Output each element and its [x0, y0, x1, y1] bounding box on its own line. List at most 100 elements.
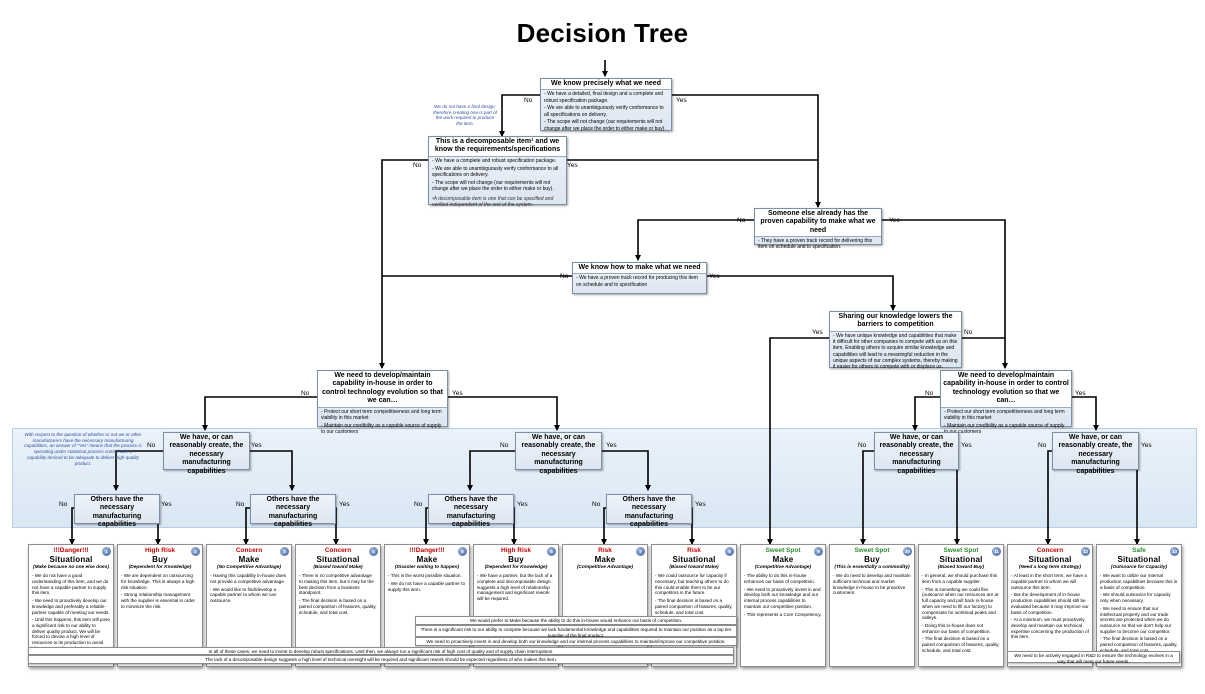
node-title: Others have the necessary manufacturing … [444, 496, 498, 529]
outcome-name: Make [772, 555, 794, 565]
node-bullet: We have a complete and robust specificat… [432, 158, 563, 164]
edge-label-n1-yes: Yes [676, 97, 687, 104]
decision-others-have-3: Others have the necessary manufacturing … [428, 494, 514, 528]
decision-someone-else-capable: Someone else already has the proven capa… [754, 208, 882, 250]
decision-decomposable-item: This is a decomposable item¹ and we know… [428, 136, 567, 208]
outcome-name: Situational [316, 555, 360, 565]
outcome-tag: Risk [687, 547, 701, 554]
outcome-number-badge: 7 [636, 547, 645, 556]
outcome-number-badge: 2 [191, 547, 200, 556]
edge-label-o2-no: No [236, 501, 245, 508]
outcome-subtitle: (Biased toward Make) [669, 565, 719, 571]
outcome-bullet: We need to proactively develop our knowl… [32, 598, 110, 615]
outcome-bullet: We want to utilize our internal producti… [1100, 573, 1178, 590]
outcome-bullet: We are dependent on outsourcing for know… [121, 573, 199, 590]
edge-label-o3-no: No [414, 501, 423, 508]
edge-label-o1-yes: Yes [161, 501, 172, 508]
edge-label-o4-yes: Yes [695, 501, 706, 508]
outcome-box-9: 9 Sweet Spot Make (Competitive Advantage… [740, 544, 826, 667]
outcome-number-badge: 6 [547, 547, 556, 556]
edge-label-n4-yes: Yes [709, 273, 720, 280]
outcome-box-3: 3 Concern Make (No Competitive Advantage… [206, 544, 292, 667]
outcome-box-4: 4 Concern Situational (Biased toward Mak… [295, 544, 381, 667]
decision-sharing-knowledge: Sharing our knowledge lowers the barrier… [829, 311, 962, 371]
note-significant-risk: There is a significant risk to our abili… [415, 625, 737, 638]
decision-others-have-4: Others have the necessary manufacturing … [606, 494, 692, 528]
outcome-number-badge: 3 [280, 547, 289, 556]
decision-develop-capability-right: We need to develop/maintain capability i… [940, 370, 1072, 435]
outcome-subtitle: (Competitive Advantage) [576, 565, 634, 571]
outcome-name: Situational [49, 555, 93, 565]
decision-know-what-we-need: We know precisely what we need We have a… [540, 78, 672, 132]
edge-label-c4-no: No [1038, 442, 1047, 449]
node-bullet: The scope will not change (our requireme… [544, 119, 668, 132]
outcome-tag: Concern [324, 547, 352, 554]
outcome-tag: Sweet Spot [854, 547, 890, 554]
outcome-name: Make [238, 555, 260, 565]
outcome-tag: !!!Danger!!! [409, 547, 445, 554]
node-title: Sharing our knowledge lowers the barrier… [830, 312, 961, 332]
node-title: We know precisely what we need [541, 79, 671, 91]
edge-label-n7-yes: Yes [1075, 390, 1086, 397]
note-technical-oversight: The lack of a decomposable design sugges… [28, 655, 734, 664]
outcome-bullet: We do not have a capable partner to supp… [388, 581, 466, 592]
outcome-bullet: At least in the short term, we have a ca… [1011, 573, 1089, 590]
outcome-bullet: We should outsource for capacity only wh… [1100, 592, 1178, 603]
outcome-number-badge: 9 [814, 547, 823, 556]
node-bullet: We have unique knowledge and capabilitie… [833, 333, 958, 371]
outcome-bullet: At a minimum, we must proactively develo… [1011, 617, 1089, 640]
outcome-bullet: We could outsource for capacity if neces… [655, 573, 733, 596]
outcome-box-13: 13 Safe Situational (Outsource for Capac… [1096, 544, 1182, 667]
node-title: This is a decomposable item¹ and we know… [429, 137, 566, 157]
outcome-name: Buy [508, 555, 524, 565]
outcome-tag: Safe [1132, 547, 1146, 554]
outcome-number-badge: 12 [1081, 547, 1090, 556]
outcome-tag: Sweet Spot [943, 547, 979, 554]
outcome-tag: Risk [598, 547, 612, 554]
outcome-bullet: We need to ensure that our intellectual … [1100, 606, 1178, 635]
node-bullet: They have a proven track record for deli… [758, 238, 878, 251]
node-title: Others have the necessary manufacturing … [622, 496, 676, 529]
node-title: Someone else already has the proven capa… [755, 209, 881, 238]
decision-others-have-2: Others have the necessary manufacturing … [250, 494, 336, 528]
outcome-box-10: 10 Sweet Spot Buy (This is essentially a… [829, 544, 915, 667]
outcome-subtitle: (Biased toward Buy) [937, 565, 985, 571]
outcome-name: Buy [152, 555, 168, 565]
outcome-name: Make [594, 555, 616, 565]
outcome-bullet: We have a partner, but the lack of a com… [477, 573, 555, 602]
edge-label-o2-yes: Yes [339, 501, 350, 508]
edge-label-n6-no: No [301, 390, 310, 397]
outcome-box-12: 12 Concern Situational (Need a long term… [1007, 544, 1093, 667]
node-title: We have, or can reasonably create, the n… [879, 434, 954, 475]
outcome-box-7: 7 Risk Make (Competitive Advantage) [562, 544, 648, 667]
decision-have-capabilities-1: We have, or can reasonably create, the n… [163, 432, 250, 475]
outcome-name: Situational [1028, 555, 1072, 565]
node-bullet: We are able to unambiguously verify conf… [432, 166, 563, 179]
node-title: We have, or can reasonably create, the n… [1058, 434, 1133, 475]
outcome-tag: Concern [235, 547, 263, 554]
edge-label-o3-yes: Yes [517, 501, 528, 508]
outcome-number-badge: 1 [102, 547, 111, 556]
decision-have-capabilities-2: We have, or can reasonably create, the n… [515, 432, 602, 475]
outcome-bullet: The ability to do this in-house enhances… [744, 573, 822, 584]
page-title: Decision Tree [516, 18, 689, 48]
node-title: We need to develop/maintain capability i… [941, 371, 1071, 408]
outcome-subtitle: (Dependent for Knowledge) [128, 565, 192, 571]
note-robust-specifications: In all of these cases, we need to invest… [28, 647, 734, 655]
edge-label-c4-yes: Yes [1141, 442, 1152, 449]
edge-label-c2-no: No [500, 442, 509, 449]
outcome-tag: High Risk [145, 547, 175, 554]
edge-label-o4-no: No [592, 501, 601, 508]
outcome-bullet: We do need to develop and maintain suffi… [833, 573, 911, 596]
outcome-box-1: 1 !!!Danger!!! Situational (Make because… [28, 544, 114, 667]
edge-label-n5-yes: Yes [812, 329, 823, 336]
outcome-bullet: Strong relationship management with the … [121, 592, 199, 609]
node-bullet: We are able to unambiguously verify conf… [544, 105, 668, 118]
node-title: We know how to make what we need [573, 263, 706, 275]
edge-label-n1-no: No [524, 97, 533, 104]
edge-label-o1-no: No [59, 501, 68, 508]
outcome-bullet: The final decision is based on a paired … [299, 598, 377, 615]
outcome-box-2: 2 High Risk Buy (Dependent for Knowledge… [117, 544, 203, 667]
outcome-bullet: In general, we should purchase this item… [922, 573, 1000, 584]
outcome-bullet: We do not have a good understanding of t… [32, 573, 110, 596]
